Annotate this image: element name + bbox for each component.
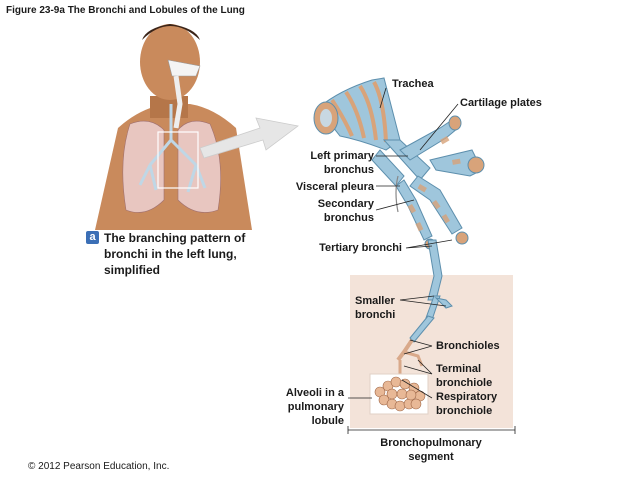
label-alveoli-line2: pulmonary xyxy=(287,401,344,413)
label-alveoli: Alveoli in a pulmonary lobule xyxy=(262,386,344,428)
visceral-pleura-wisp xyxy=(395,175,399,213)
label-visceral-pleura: Visceral pleura xyxy=(295,181,374,193)
label-smaller-bronchi-line2: bronchi xyxy=(355,309,396,321)
label-cartilage-plates: Cartilage plates xyxy=(460,97,542,109)
label-alveoli-line3: lobule xyxy=(311,415,344,427)
label-terminal-bronchiole-line1: Terminal xyxy=(436,363,482,375)
label-respiratory-bronchiole-line1: Respiratory xyxy=(436,391,498,403)
copyright-notice: © 2012 Pearson Education, Inc. xyxy=(28,461,170,472)
bronchial-tree xyxy=(313,77,485,378)
label-bronchopulmonary-segment-line1: Bronchopulmonary xyxy=(380,437,482,449)
figure-title: Figure 23-9a The Bronchi and Lobules of … xyxy=(6,5,245,16)
caption-line1: The branching pattern of xyxy=(104,231,246,245)
label-respiratory-bronchiole: Respiratory bronchiole xyxy=(436,390,497,418)
label-terminal-bronchiole: Terminal bronchiole xyxy=(436,362,492,390)
label-smaller-bronchi-line1: Smaller xyxy=(355,295,395,307)
label-bronchopulmonary-segment-line2: segment xyxy=(408,451,454,463)
label-respiratory-bronchiole-line2: bronchiole xyxy=(436,405,493,417)
alveoli-lobule xyxy=(369,373,429,415)
label-tertiary-bronchi: Tertiary bronchi xyxy=(319,242,402,254)
human-torso-figure xyxy=(95,24,252,230)
label-left-primary-bronchus-line2: bronchus xyxy=(323,164,374,176)
label-bronchopulmonary-segment: Bronchopulmonary segment xyxy=(360,436,502,464)
label-secondary-bronchus-line1: Secondary xyxy=(317,198,374,210)
label-terminal-bronchiole-line2: bronchiole xyxy=(436,377,493,389)
caption-badge: a xyxy=(86,231,99,244)
leader-lines xyxy=(347,87,516,434)
label-secondary-bronchus: Secondary bronchus xyxy=(276,197,374,225)
label-trachea: Trachea xyxy=(392,78,434,90)
caption-line2: bronchi in the left lung, xyxy=(104,247,237,261)
caption-line3: simplified xyxy=(104,263,161,277)
pointer-arrow xyxy=(199,117,299,159)
label-smaller-bronchi: Smaller bronchi xyxy=(355,294,395,322)
label-bronchioles: Bronchioles xyxy=(436,340,500,352)
label-left-primary-bronchus: Left primary bronchus xyxy=(276,149,374,177)
figure-caption: The branching pattern of bronchi in the … xyxy=(104,230,279,278)
label-secondary-bronchus-line2: bronchus xyxy=(323,212,374,224)
label-alveoli-line1: Alveoli in a xyxy=(285,387,344,399)
label-left-primary-bronchus-line1: Left primary xyxy=(310,150,374,162)
